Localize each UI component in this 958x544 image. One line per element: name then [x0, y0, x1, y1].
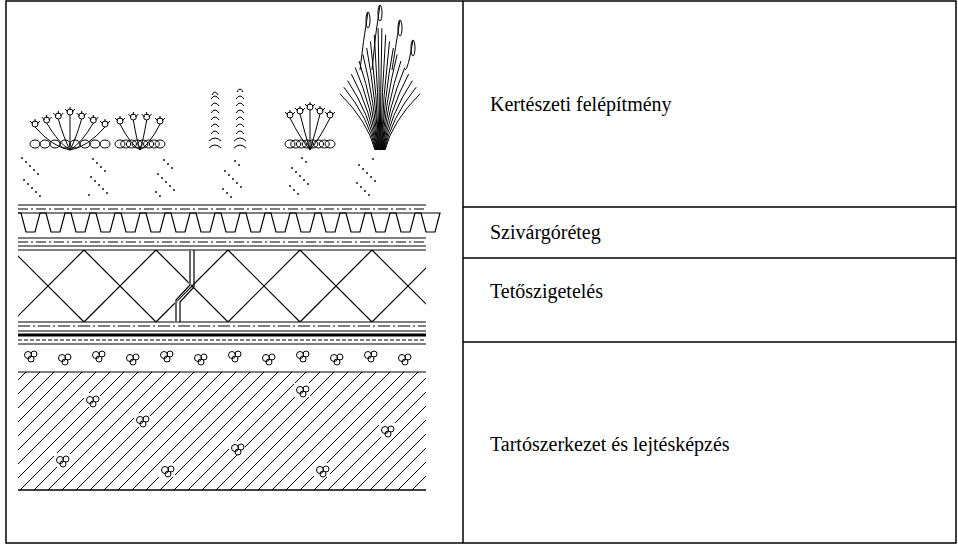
load-bearing-structure — [0, 372, 544, 490]
table-cell-text: Kertészeti felépítmény — [490, 92, 672, 116]
gravel-slope-layer — [25, 351, 412, 365]
thermal-insulation — [0, 250, 516, 322]
waterproofing-membrane — [18, 326, 426, 344]
drainage-layer — [18, 205, 440, 246]
table-cell-text: Szivárgóréteg — [490, 220, 601, 244]
soil-layer — [21, 157, 376, 198]
table-cell-text: Tartószerkezet és lejtésképzés — [490, 432, 730, 456]
plant-layer — [30, 5, 420, 150]
table-cell-text: Tetőszigetelés — [490, 279, 603, 303]
table-frame — [6, 1, 956, 543]
